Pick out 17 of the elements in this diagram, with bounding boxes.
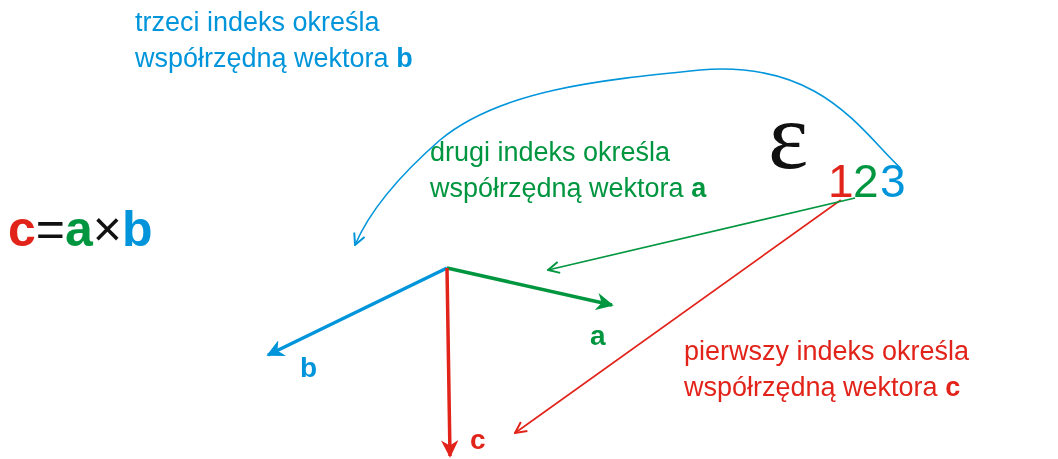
- vector-label: b: [300, 351, 318, 385]
- leader-arrow: [514, 199, 842, 434]
- vector-label: c: [470, 423, 486, 457]
- leader-arrow: [547, 197, 856, 274]
- epsilon-symbol: ε: [768, 88, 809, 184]
- annotation-text: trzeci indeks określa współrzędną wektora b: [135, 6, 414, 75]
- vector-label: a: [590, 319, 606, 353]
- subscript-index: 2: [853, 158, 879, 204]
- annotation-text: drugi indeks określa współrzędną wektora a: [430, 136, 708, 205]
- subscript-index: 1: [828, 158, 854, 204]
- leader-arrow: [353, 68, 902, 246]
- vector-arrow: [266, 266, 448, 357]
- vector-arrow: [441, 267, 459, 458]
- cross-product-formula: c=a×b: [8, 204, 153, 254]
- subscript-index: 3: [880, 158, 906, 204]
- annotation-text: pierwszy indeks określa współrzędną wektora c: [684, 335, 971, 404]
- vector-arrow: [446, 266, 614, 311]
